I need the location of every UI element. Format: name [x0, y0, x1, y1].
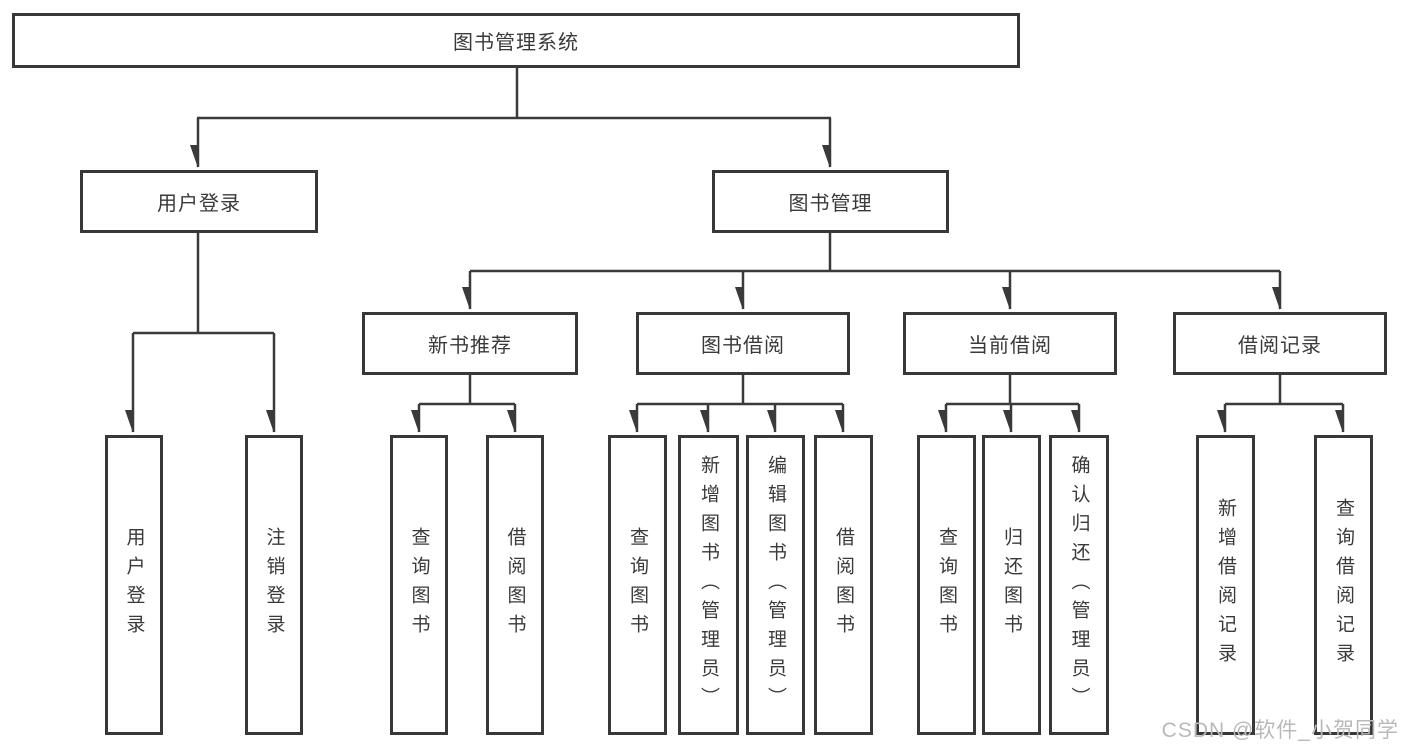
- node-book-management: 图书管理: [712, 170, 949, 233]
- leaf-label: 编辑图书（管理员）: [765, 454, 786, 716]
- leaf-label: 用户登录: [123, 527, 145, 643]
- node-new-book-recommend: 新书推荐: [362, 312, 578, 375]
- leaf-label: 查询图书: [408, 527, 430, 643]
- leaf-add-book-admin: 新增图书（管理员）: [678, 435, 739, 735]
- node-label: 图书管理: [788, 193, 873, 215]
- node-label: 图书借阅: [701, 335, 785, 357]
- node-label: 借阅记录: [1238, 335, 1322, 357]
- leaf-query-borrow-record: 查询借阅记录: [1314, 435, 1373, 735]
- leaf-query-books-current: 查询图书: [917, 435, 976, 735]
- node-current-borrow: 当前借阅: [903, 312, 1117, 375]
- node-label: 当前借阅: [968, 335, 1052, 357]
- leaf-label: 新增借阅记录: [1215, 498, 1236, 672]
- leaf-label: 新增图书（管理员）: [698, 454, 719, 716]
- leaf-edit-book-admin: 编辑图书（管理员）: [746, 435, 805, 735]
- leaf-label: 借阅图书: [833, 527, 854, 643]
- leaf-label: 确认归还（管理员）: [1068, 454, 1090, 716]
- leaf-label: 查询图书: [627, 527, 648, 643]
- node-label: 图书管理系统: [453, 32, 579, 54]
- leaf-query-books-borrow: 查询图书: [608, 435, 667, 735]
- leaf-label: 注销登录: [263, 527, 285, 643]
- leaf-return-book: 归还图书: [982, 435, 1041, 735]
- leaf-confirm-return-admin: 确认归还（管理员）: [1049, 435, 1109, 735]
- leaf-label: 查询图书: [936, 527, 957, 643]
- leaf-borrow-book: 借阅图书: [814, 435, 873, 735]
- leaf-logout: 注销登录: [245, 435, 303, 735]
- leaf-borrow-books-recommend: 借阅图书: [486, 435, 544, 735]
- leaf-query-books-recommend: 查询图书: [390, 435, 448, 735]
- node-borrow-record: 借阅记录: [1173, 312, 1387, 375]
- node-book-borrow: 图书借阅: [636, 312, 850, 375]
- csdn-watermark: CSDN @软件_小贺同学: [1161, 719, 1399, 742]
- node-user-login-group: 用户登录: [80, 170, 318, 233]
- leaf-user-login: 用户登录: [105, 435, 163, 735]
- node-library-management-system: 图书管理系统: [12, 13, 1020, 68]
- node-label: 新书推荐: [428, 335, 512, 357]
- leaf-add-borrow-record: 新增借阅记录: [1196, 435, 1255, 735]
- node-label: 用户登录: [157, 193, 241, 215]
- leaf-label: 查询借阅记录: [1333, 498, 1354, 672]
- leaf-label: 归还图书: [1001, 527, 1022, 643]
- leaf-label: 借阅图书: [504, 527, 526, 643]
